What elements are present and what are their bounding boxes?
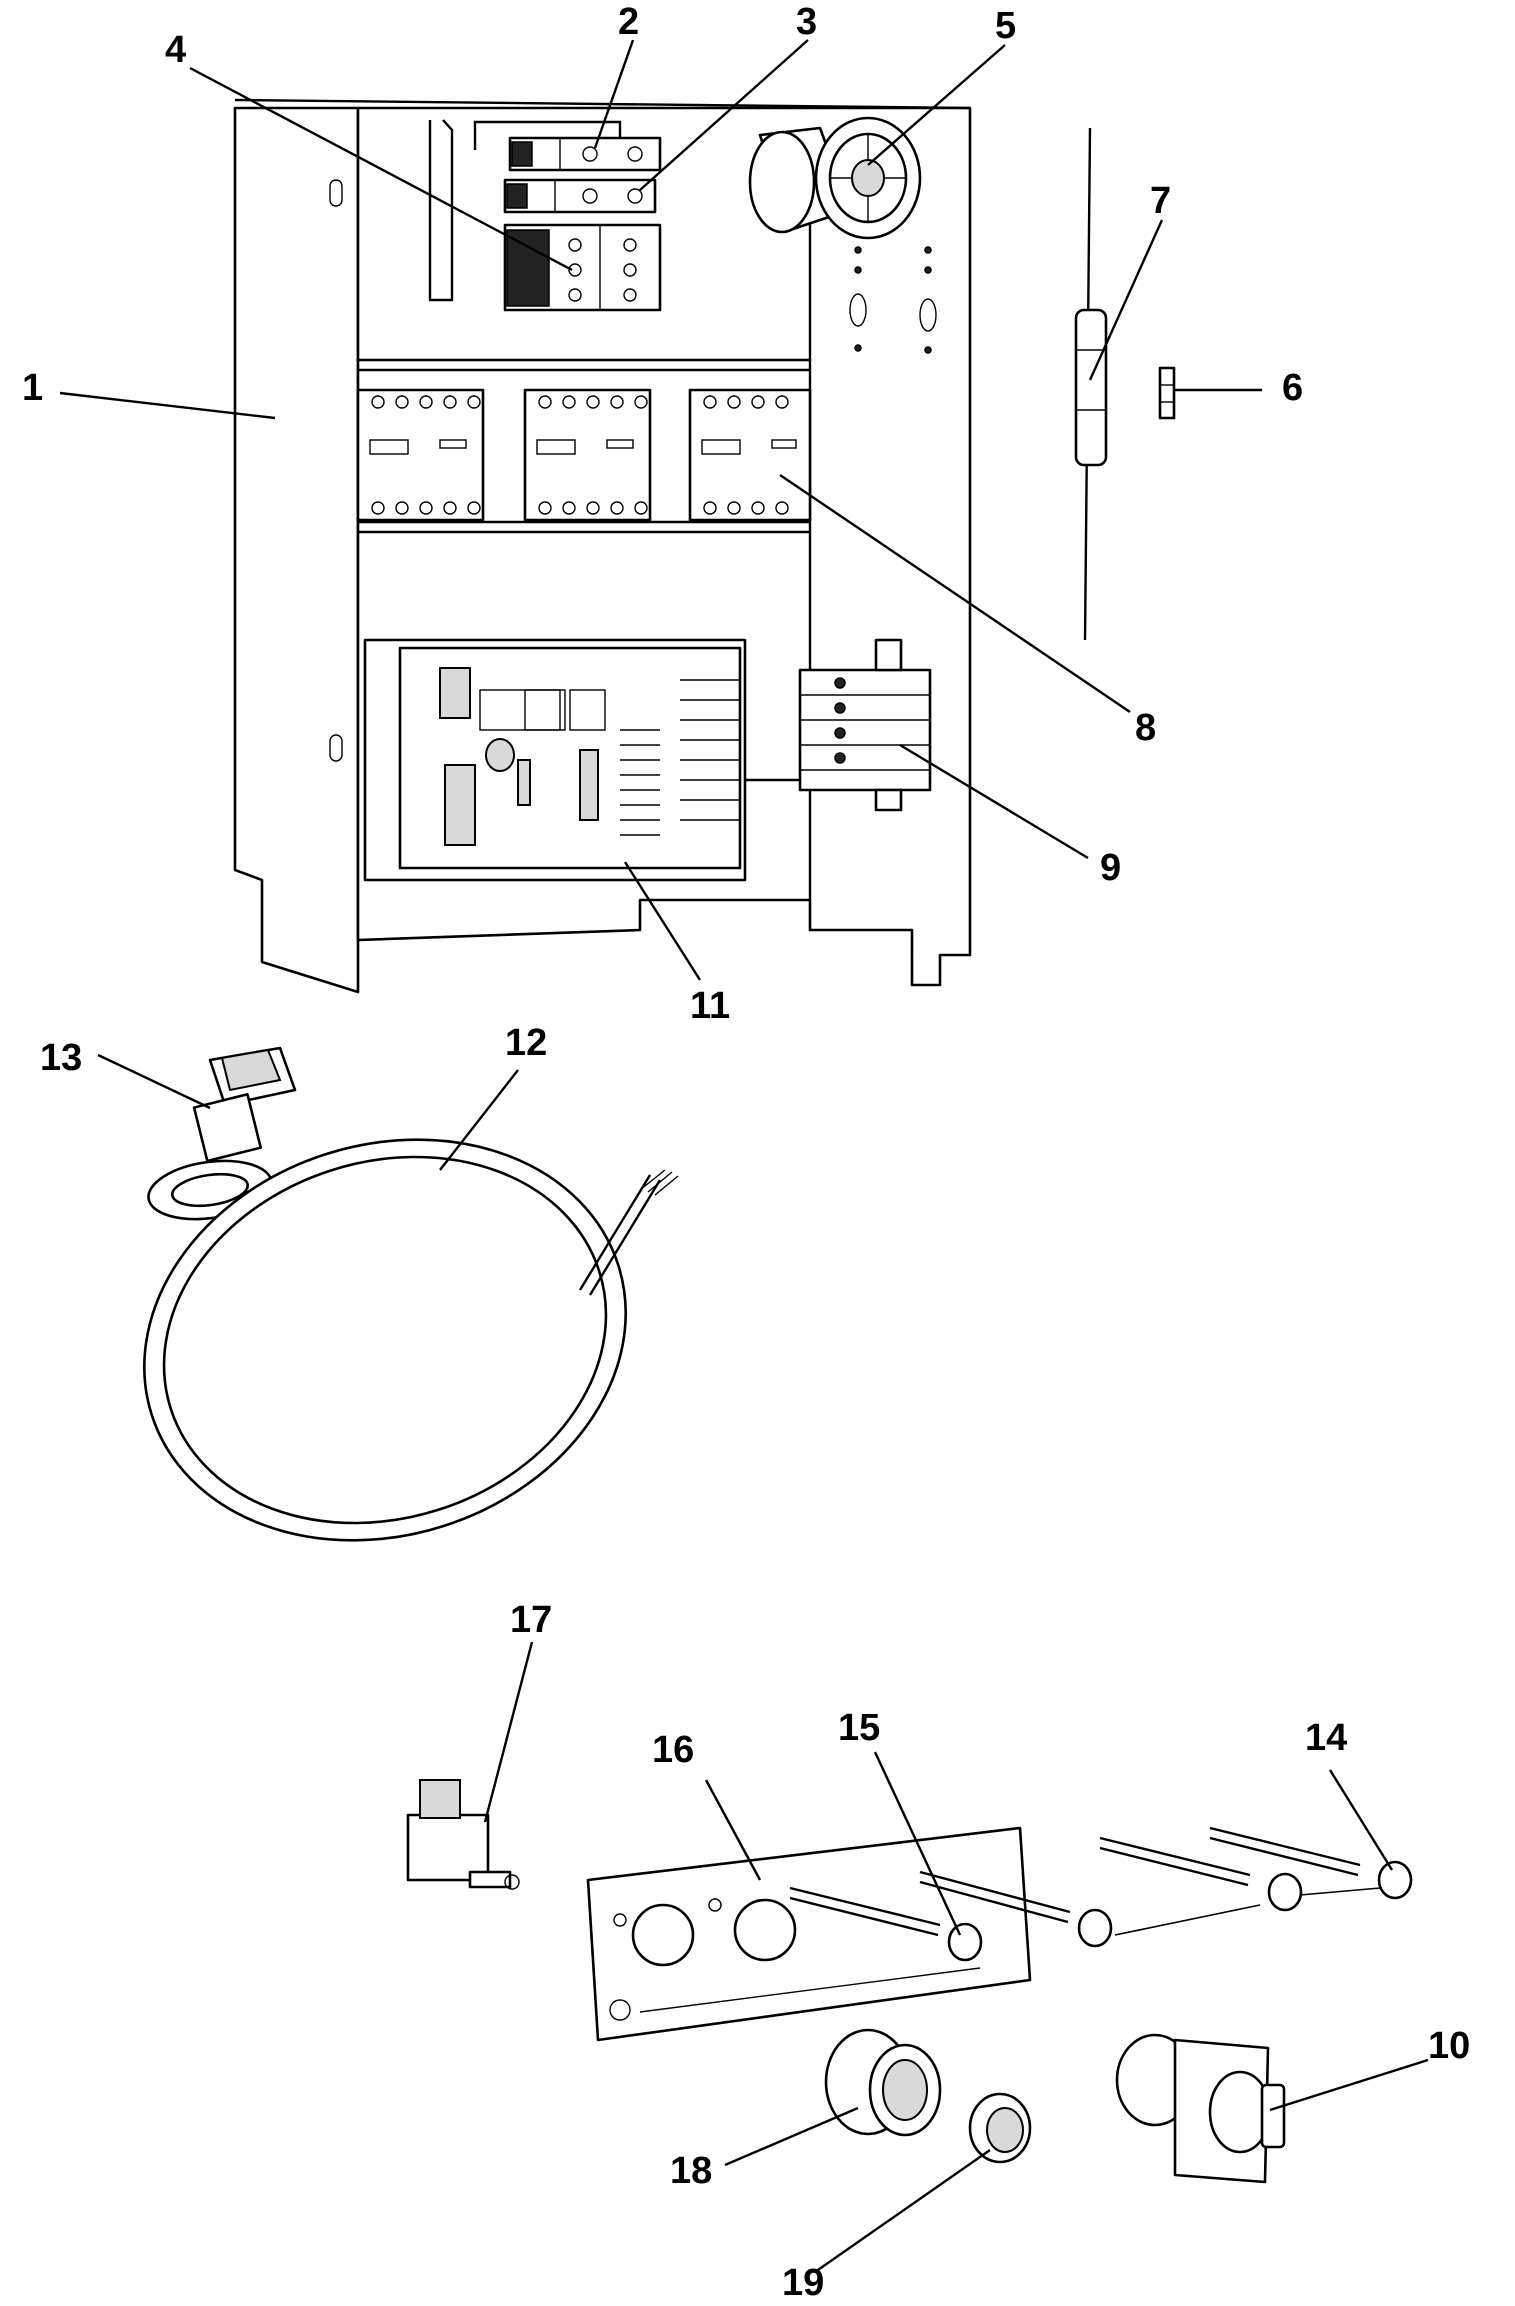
callout-labels: 1 2 3 4 5 6 7 8 9 10 11 12 13 14 15 16 1… [22,1,1470,2304]
callout-17: 17 [510,1599,552,1641]
control-circuit-board-11 [363,638,800,882]
front-panel-plate-16 [586,1826,1032,2042]
callout-9: 9 [1100,847,1121,889]
callout-16: 16 [652,1729,694,1771]
callout-19: 19 [782,2262,824,2304]
callout-12: 12 [505,1022,547,1064]
callout-1: 1 [22,367,43,409]
terminal-breaker-block-4 [503,223,662,312]
temperature-probe-7 [1074,127,1108,641]
panel-holes [849,246,937,354]
callout-2: 2 [618,1,639,43]
callout-14: 14 [1305,1717,1347,1759]
callout-10: 10 [1428,2025,1470,2067]
indicator-lamp-15 [789,1886,983,1962]
callout-13: 13 [40,1037,82,1079]
callout-18: 18 [670,2150,712,2192]
callout-15: 15 [838,1707,880,1749]
callout-6: 6 [1282,367,1303,409]
contactors-8 [356,388,812,522]
button-bezel-18 [824,2028,942,2137]
rotary-switch-10 [1115,2033,1286,2184]
callout-4: 4 [165,29,186,71]
indicator-lamp-14 [1209,1826,1413,1900]
callout-11: 11 [690,985,730,1027]
small-clip-6 [1158,366,1176,420]
callout-7: 7 [1150,180,1171,222]
indicator-lamp-b [1099,1836,1303,1912]
relay-17 [406,1779,520,1890]
cooling-fan-5 [748,116,922,240]
cable-gland-13 [147,1046,297,1221]
callout-5: 5 [995,5,1016,47]
callout-3: 3 [796,1,817,43]
callout-8: 8 [1135,707,1156,749]
leader-lines [59,39,1429,2273]
button-cap-19 [968,2092,1032,2164]
circuit-breaker-3 [503,178,657,214]
power-cable-12 [143,1138,679,1542]
circuit-breaker-2 [473,120,662,172]
terminal-block-9 [798,638,932,812]
indicator-lamp-a [919,1870,1113,1948]
